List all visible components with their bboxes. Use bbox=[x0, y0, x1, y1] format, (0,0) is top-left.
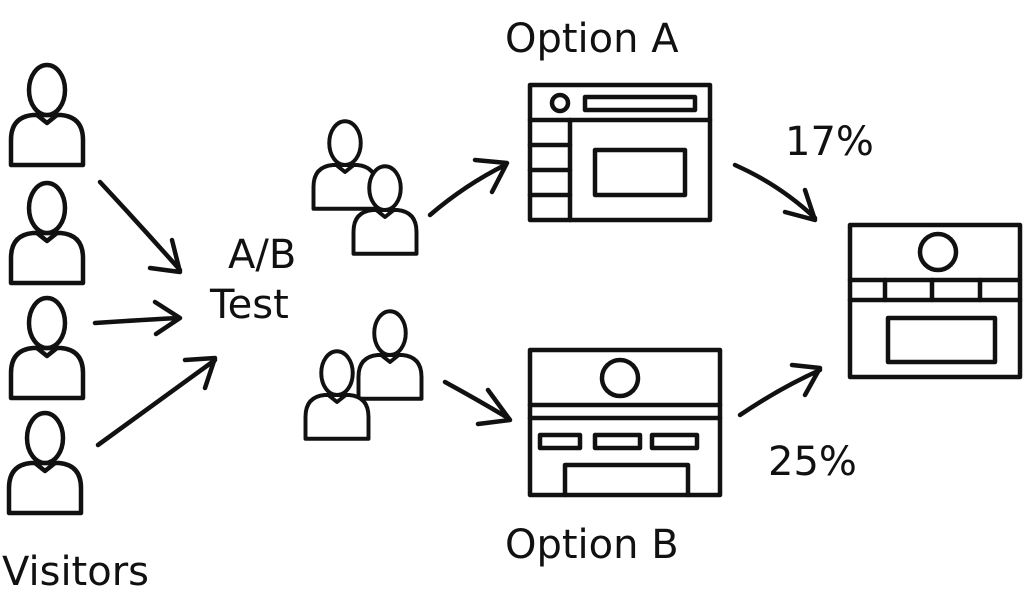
visitor-person-icon bbox=[11, 65, 83, 165]
arrow bbox=[92, 299, 183, 337]
arrow bbox=[442, 379, 513, 427]
option-a-conversion-rate: 17% bbox=[785, 119, 874, 165]
arrow bbox=[737, 362, 823, 418]
option-b-conversion-rate: 25% bbox=[768, 439, 857, 485]
arrow bbox=[732, 162, 818, 223]
visitor-person-icon bbox=[9, 413, 81, 513]
option-a-title: Option A bbox=[505, 16, 679, 62]
option-a-page-mockup bbox=[527, 82, 713, 223]
visitors-label: Visitors bbox=[2, 549, 149, 595]
option-b-title: Option B bbox=[505, 522, 679, 568]
visitor-person-icon bbox=[11, 298, 83, 398]
result-page-mockup bbox=[847, 222, 1023, 380]
arrow bbox=[95, 355, 218, 448]
ab-label: A/B bbox=[228, 232, 296, 278]
option-b-page-mockup bbox=[527, 347, 723, 498]
group-b-people-icon bbox=[306, 311, 422, 439]
group-a-people-icon bbox=[314, 121, 417, 254]
arrow bbox=[97, 179, 183, 275]
arrow bbox=[427, 157, 510, 218]
test-label: Test bbox=[209, 282, 289, 328]
visitor-person-icon bbox=[11, 183, 83, 283]
